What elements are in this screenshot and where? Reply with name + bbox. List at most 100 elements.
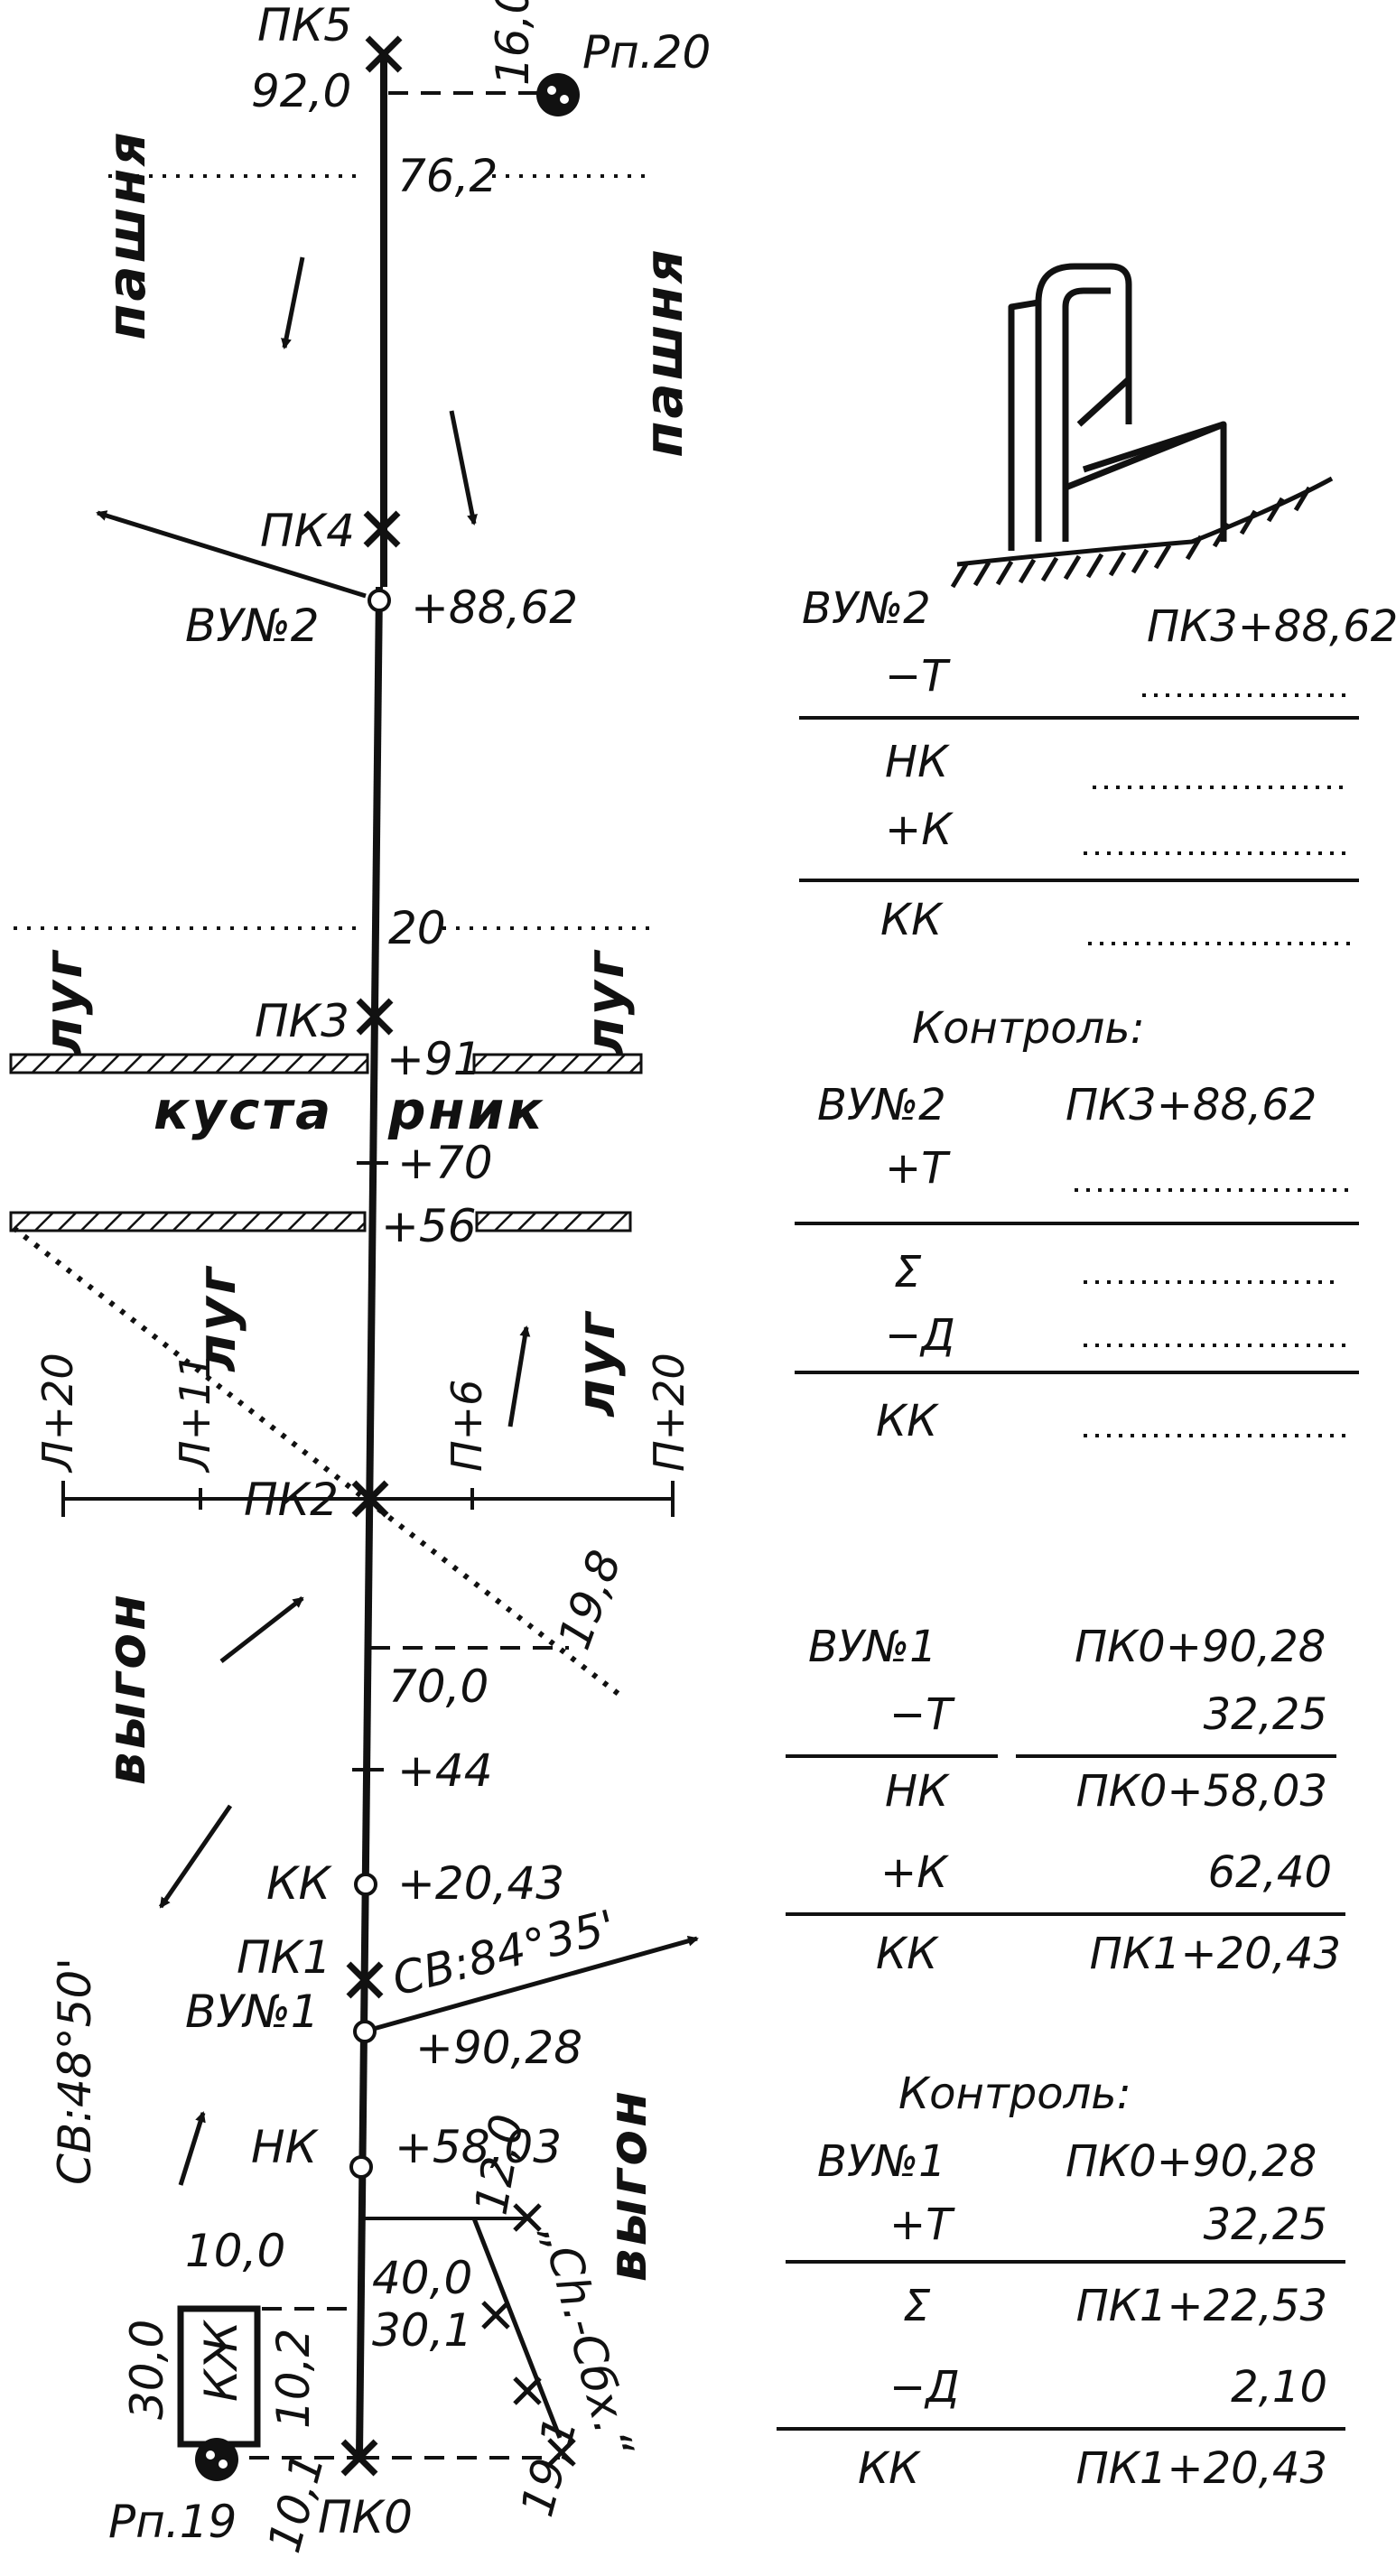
house-height: 30,0: [121, 2320, 173, 2420]
slope-arrow-3: [507, 1325, 531, 1427]
cross-l11: Л+11: [171, 1353, 219, 1474]
calc-vu2-row-4-left: КК: [880, 895, 944, 945]
pk4-marker: [363, 510, 401, 548]
calc-vu1-control-header-right: ПК0+90,28: [1066, 2136, 1317, 2187]
nk-point-icon: [349, 2155, 373, 2179]
calc-vu1-control-row-1-right: 32,25: [1204, 2199, 1327, 2250]
vu2-direction-arrow: [96, 510, 367, 599]
contour-762-label: 76,2: [397, 150, 498, 202]
calc-vu2-control-row-4-left: КК: [876, 1396, 939, 1446]
house-label: КЖ: [195, 2320, 247, 2402]
calc-vu1-row-2-left: НК: [885, 1766, 950, 1817]
pk5-value: 92,0: [251, 65, 351, 117]
calc-vu1-control-row-1-left: +T: [889, 2199, 955, 2250]
vu2-vertex-icon: [368, 589, 391, 612]
nk-station: +58,03: [395, 2121, 562, 2173]
calc-vu2-control-row-2-left: Σ: [894, 1247, 922, 1297]
ground-hatch: [950, 476, 1334, 589]
station-plus70: +70: [397, 1137, 493, 1189]
cross-l20: Л+20: [33, 1353, 82, 1474]
pk1-label: ПК1: [237, 1931, 331, 1984]
house-width: 10,0: [185, 2225, 285, 2277]
calc-vu2-row-1-left: −T: [885, 651, 951, 702]
pk5-label: ПК5: [257, 0, 352, 51]
vu1-direction-arrow: [369, 1935, 699, 2032]
road-marker-2: [481, 2301, 510, 2330]
shrub-boundary-bottom-left: [9, 1211, 367, 1232]
calc-vu1-row-4-left: КК: [876, 1929, 939, 1979]
shrub-label-part1: куста: [154, 1080, 333, 1141]
plowland-left-label: пашня: [96, 129, 157, 339]
calc-vu1-control-header-left: ВУ№1: [817, 2136, 946, 2187]
calc-vu1-row-1-right: 32,25: [1204, 1689, 1327, 1740]
slope-arrow-2: [449, 410, 478, 525]
pk2-label: ПК2: [244, 1474, 339, 1526]
calc-vu2-header-right: ПК3+88,62: [1147, 601, 1396, 652]
kk-station: +20,43: [397, 1857, 564, 1910]
calc-vu1-row-1-left: −T: [889, 1689, 955, 1740]
meadow-lower-right-label: луг: [565, 1309, 627, 1418]
vu1-bearing: СВ:84°35': [387, 1900, 621, 2005]
pk4-label: ПК4: [260, 505, 355, 557]
vu1-station: +90,28: [415, 2022, 582, 2074]
pasture-right-label: выгон: [597, 2088, 658, 2282]
shrub-boundary-top-left: [9, 1053, 369, 1074]
station-plus44: +44: [397, 1744, 493, 1797]
vu2-label: ВУ№2: [185, 600, 320, 652]
benchmark-rp20-label: Рп.20: [582, 26, 711, 79]
calc-vu1-control-row-4-left: КК: [858, 2443, 921, 2494]
pasture-left-label: выгон: [96, 1592, 157, 1785]
calc-vu2-header-left: ВУ№2: [802, 583, 931, 634]
road-dist-400: 40,0: [372, 2252, 472, 2304]
calc-vu1-control-title: Контроль:: [898, 2069, 1131, 2119]
meadow-left-label: луг: [33, 948, 94, 1056]
diag-offset-198: 19,8: [548, 1544, 632, 1656]
benchmark-rp19-label: Рп.19: [108, 2496, 237, 2548]
calc-vu1-row-3-left: +К: [880, 1847, 949, 1898]
station-plus56: +56: [381, 1200, 477, 1252]
calc-vu2-row-2-left: НК: [885, 737, 950, 787]
calc-table-vu2: ВУ№2 ПК3+88,62 −T НК +К КК Контроль: ВУ№…: [795, 583, 1396, 1446]
shrub-boundary-bottom-right: [475, 1211, 632, 1232]
calc-vu1-row-3-right: 62,40: [1208, 1847, 1332, 1898]
kk-point-icon: [354, 1873, 377, 1896]
road-marker-1: [513, 2203, 542, 2232]
road-dist-301: 30,1: [372, 2304, 472, 2357]
rp20-offset: 16,0: [487, 0, 539, 86]
shrub-boundary-top-right: [472, 1053, 643, 1074]
start-bearing: СВ:48°50': [49, 1958, 101, 2185]
pk0-marker: [340, 2439, 378, 2477]
calc-vu1-control-row-4-right: ПК1+20,43: [1076, 2443, 1327, 2494]
calc-vu1-header-left: ВУ№1: [808, 1622, 937, 1672]
slope-arrow-5: [158, 1804, 233, 1909]
cross-p6: П+6: [442, 1380, 491, 1472]
house-kzh-icon: [177, 2305, 261, 2448]
calc-vu1-control-row-2-left: Σ: [903, 2281, 931, 2331]
calc-vu1-control-row-3-right: 2,10: [1231, 2362, 1327, 2413]
calc-table-vu1: ВУ№1 ПК0+90,28 −T 32,25 НК ПК0+58,03 +К …: [777, 1622, 1345, 2494]
road-marker-3: [513, 2376, 542, 2405]
calc-vu1-header-right: ПК0+90,28: [1075, 1622, 1326, 1672]
benchmark-rp20-icon: [536, 73, 580, 116]
nk-label: НК: [251, 2121, 320, 2173]
vu2-station: +88,62: [411, 581, 578, 634]
cross-p20: П+20: [645, 1353, 693, 1472]
shrub-label-part2: рник: [387, 1080, 545, 1141]
calc-vu2-control-row-3-left: −Д: [885, 1310, 955, 1361]
slope-arrow-1: [281, 256, 305, 349]
pk3-marker: [356, 998, 394, 1036]
kk-label: КК: [266, 1857, 332, 1910]
pk2-marker: [351, 1480, 389, 1518]
pk0-label: ПК0: [318, 2491, 413, 2543]
plowland-right-label: пашня: [633, 246, 694, 457]
contour-20-label: 20: [388, 902, 446, 954]
vu1-label: ВУ№1: [185, 1985, 320, 2038]
pk1-marker: [346, 1961, 384, 1999]
road-dist-191: 19,1: [511, 2412, 588, 2523]
calc-vu1-row-4-right: ПК1+20,43: [1090, 1929, 1341, 1979]
calc-vu1-control-row-3-left: −Д: [889, 2362, 960, 2413]
vu1-vertex-icon: [353, 2020, 377, 2043]
north-arrow: [178, 2111, 206, 2186]
